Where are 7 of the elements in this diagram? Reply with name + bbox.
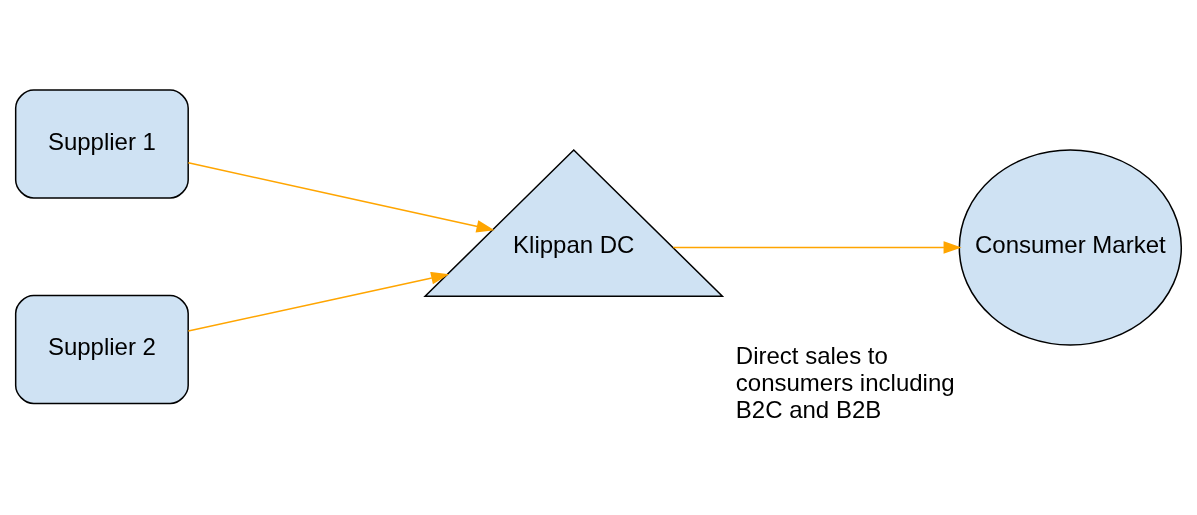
node-box: Supplier 1 [14,88,189,199]
node-label: Direct sales to consumers including B2C and B2B [735,341,955,423]
arrow [187,271,450,332]
node-box: Supplier 2 [14,294,189,404]
arrow [672,240,962,254]
arrow [187,161,495,233]
node-ellipse: Consumer Market [958,148,1183,346]
